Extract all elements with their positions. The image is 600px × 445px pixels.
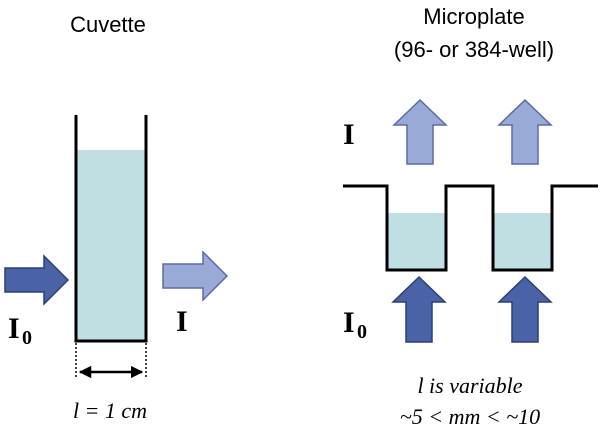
- well-1-incident-arrow: [391, 275, 447, 343]
- microplate-title-line1: Microplate: [423, 4, 524, 29]
- microplate-transmitted-label: I: [343, 118, 355, 151]
- cuvette-path-length: l = 1 cm: [73, 398, 147, 423]
- well-2-incident-arrow: [497, 275, 553, 343]
- microplate-panel: Microplate (96- or 384-well) I I 0 l is …: [343, 4, 598, 429]
- cuvette-panel: Cuvette I 0 I l = 1 cm: [4, 12, 229, 423]
- cuvette-incident-subscript: 0: [22, 327, 32, 349]
- cuvette-title: Cuvette: [70, 12, 146, 37]
- cuvette-incident-arrow: [4, 254, 70, 306]
- cuvette-incident-label: I: [8, 312, 20, 345]
- microplate-profile: [343, 184, 598, 272]
- cuvette-transmitted-label: I: [176, 305, 188, 338]
- well-1-transmitted-arrow: [392, 98, 448, 165]
- cuvette-liquid: [76, 150, 146, 341]
- microplate-title-line2: (96- or 384-well): [394, 37, 554, 62]
- well-2-transmitted-arrow: [497, 98, 553, 165]
- well-2-liquid: [493, 213, 552, 270]
- well-1-liquid: [387, 213, 446, 270]
- cuvette-transmitted-arrow: [162, 250, 229, 302]
- microplate-incident-label: I: [343, 306, 355, 339]
- microplate-path-length-line2: ~5 < mm < ~10: [400, 404, 540, 429]
- cuvette-walls: [74, 115, 148, 343]
- microplate-path-length-line1: l is variable: [417, 373, 522, 398]
- microplate-incident-subscript: 0: [357, 321, 367, 343]
